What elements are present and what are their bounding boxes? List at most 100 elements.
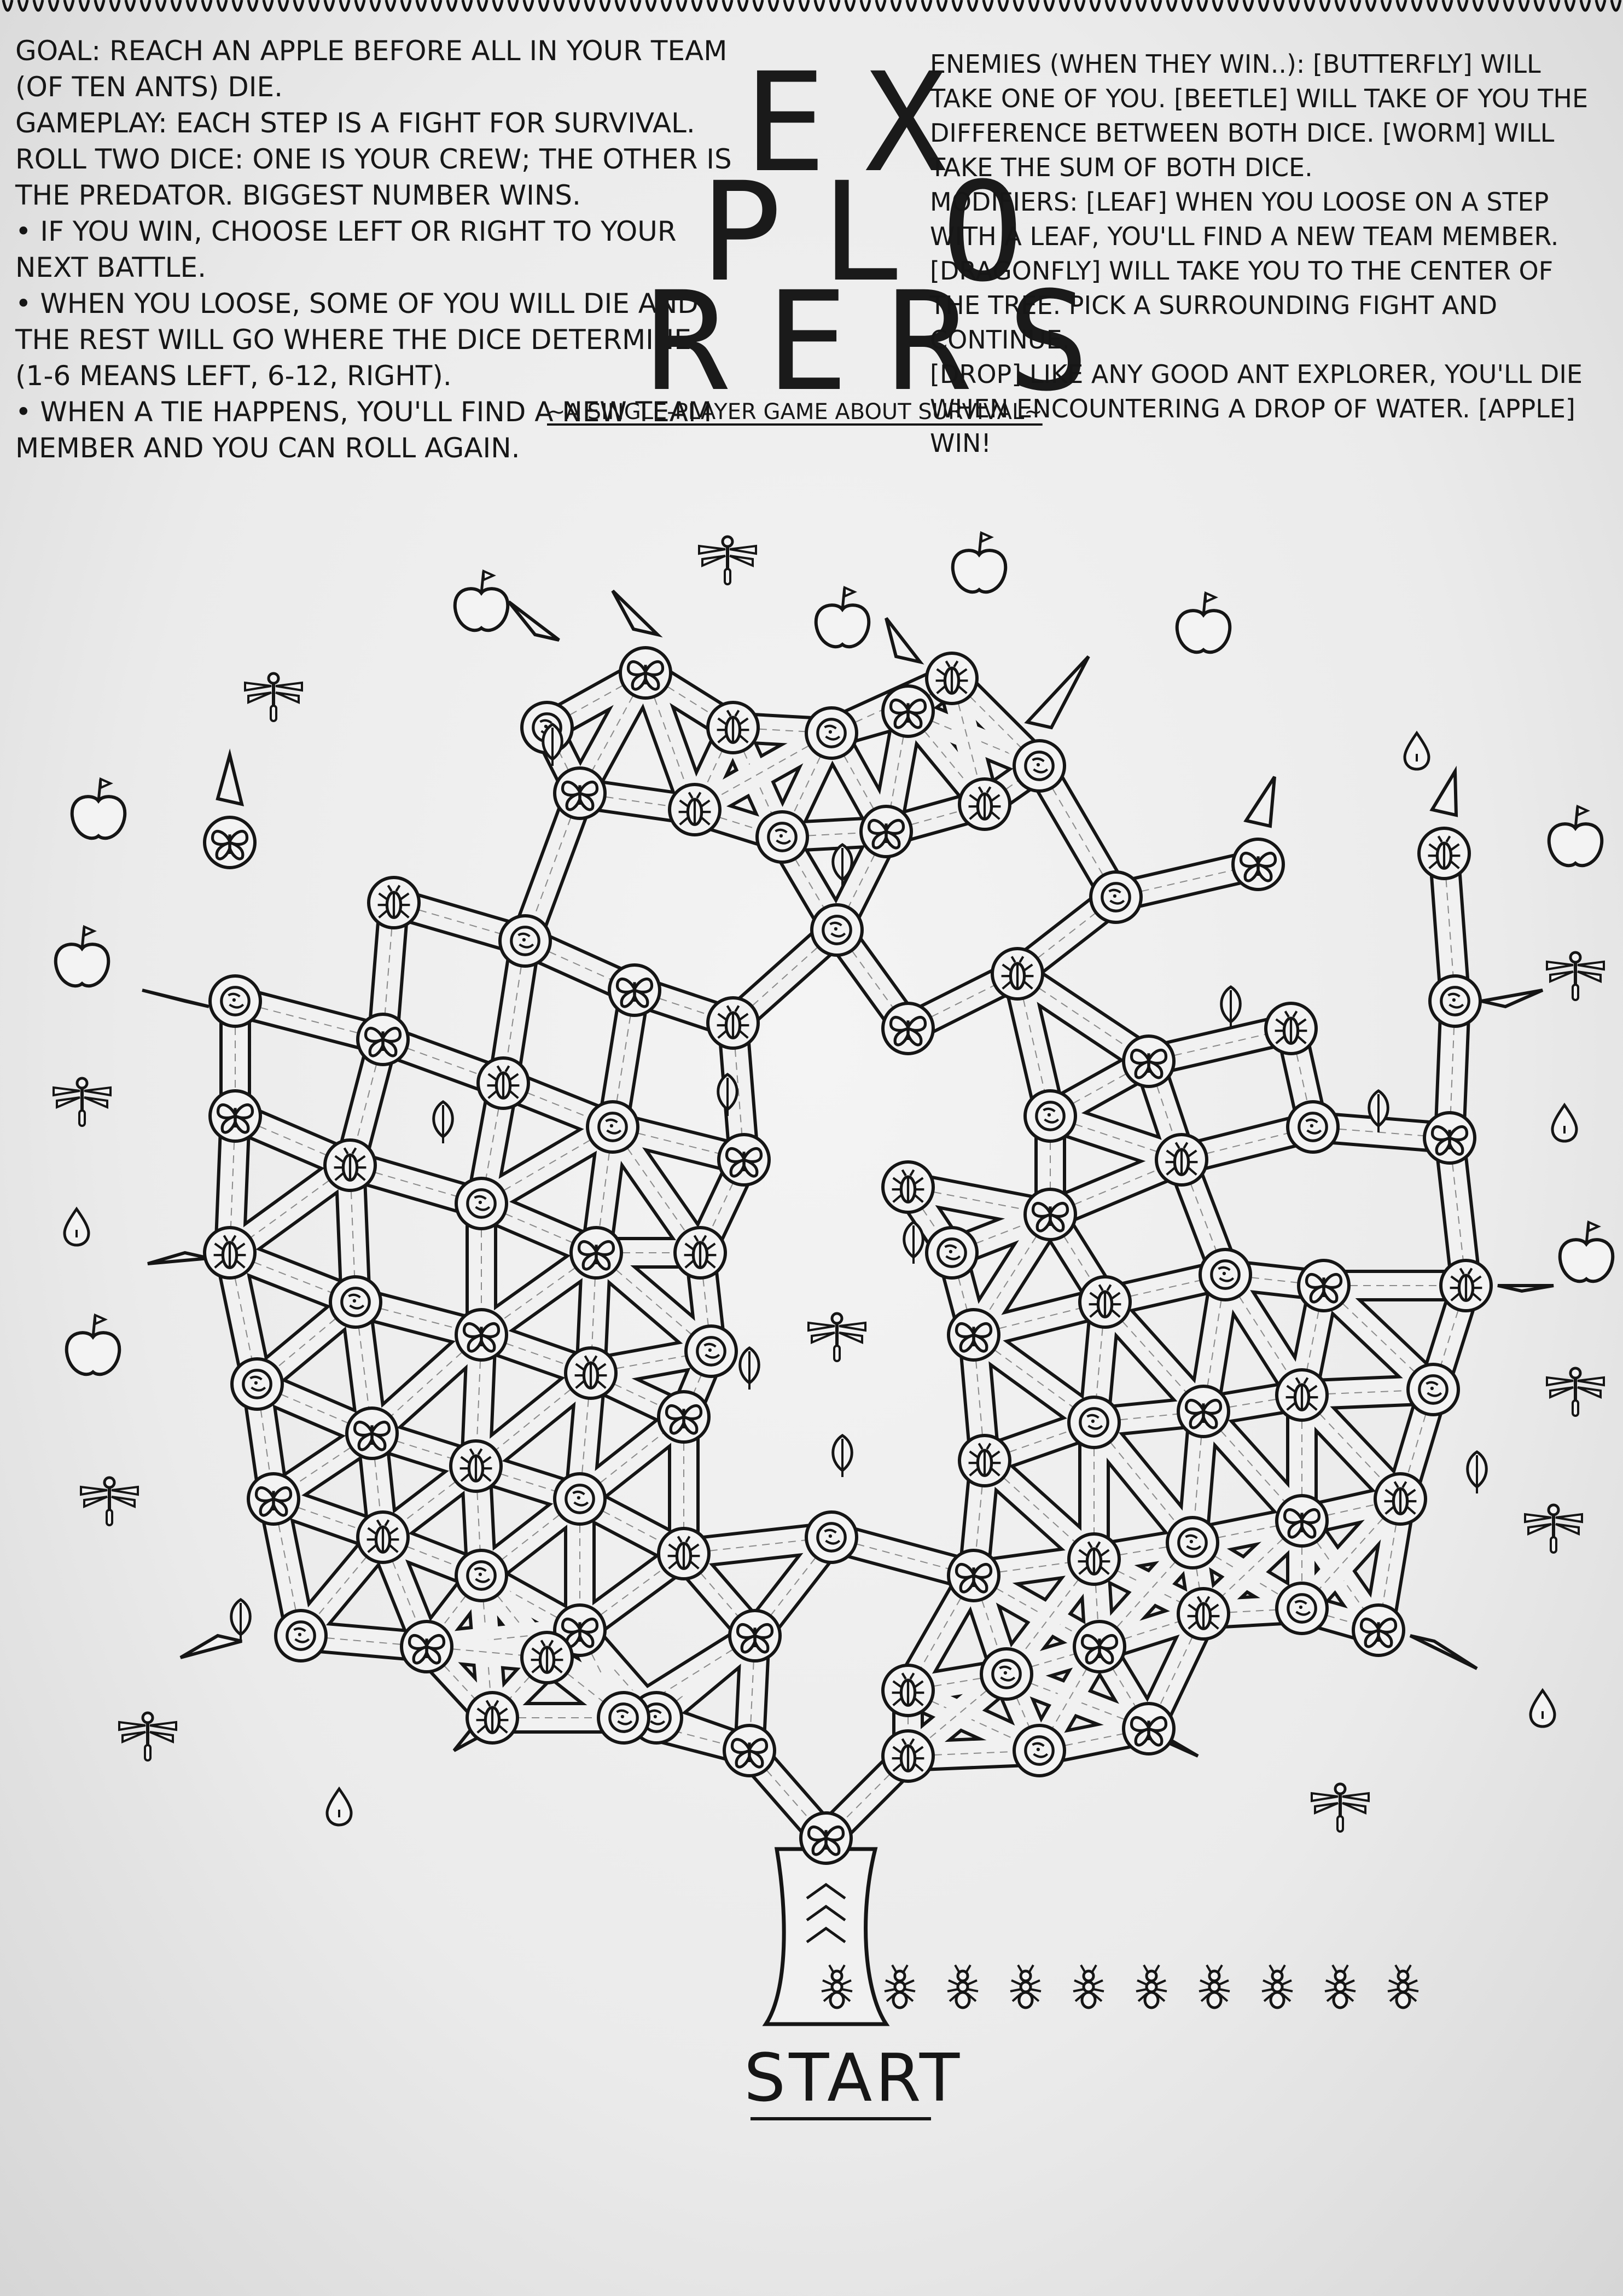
fight-node-butterfly[interactable] bbox=[619, 646, 672, 700]
fight-node-butterfly[interactable] bbox=[881, 1002, 935, 1055]
fight-node-worm[interactable] bbox=[1067, 1396, 1121, 1449]
fight-node-worm[interactable] bbox=[1406, 1363, 1460, 1416]
fight-node-beetle[interactable] bbox=[1078, 1275, 1132, 1329]
fight-node-butterfly[interactable] bbox=[1275, 1494, 1329, 1548]
fight-node-beetle[interactable] bbox=[203, 1226, 257, 1280]
branch-grain bbox=[732, 1022, 744, 1160]
fight-node-butterfly[interactable] bbox=[723, 1724, 776, 1777]
fight-node-worm[interactable] bbox=[755, 810, 809, 864]
fight-node-worm[interactable] bbox=[1166, 1516, 1219, 1570]
fight-node-worm[interactable] bbox=[1428, 974, 1482, 1028]
fight-node-worm[interactable] bbox=[274, 1609, 328, 1663]
fight-node-butterfly[interactable] bbox=[799, 1811, 853, 1865]
apple-icon[interactable] bbox=[67, 1315, 120, 1374]
fight-node-worm[interactable] bbox=[1013, 1724, 1066, 1777]
fight-node-beetle[interactable] bbox=[706, 996, 760, 1050]
fight-node-worm[interactable] bbox=[455, 1177, 508, 1230]
fight-node-worm[interactable] bbox=[553, 1472, 607, 1526]
fight-node-beetle[interactable] bbox=[1417, 827, 1471, 880]
fight-node-worm[interactable] bbox=[805, 706, 858, 760]
fight-node-worm[interactable] bbox=[810, 903, 864, 957]
fight-node-worm[interactable] bbox=[1089, 870, 1143, 924]
fight-node-butterfly[interactable] bbox=[881, 684, 935, 738]
fight-node-worm[interactable] bbox=[980, 1647, 1033, 1701]
apple-icon[interactable] bbox=[1177, 593, 1230, 652]
apple-icon[interactable] bbox=[56, 927, 109, 986]
fight-node-beetle[interactable] bbox=[706, 701, 760, 754]
fight-node-worm[interactable] bbox=[586, 1100, 639, 1154]
fight-node-beetle[interactable] bbox=[1177, 1587, 1230, 1641]
fight-node-beetle[interactable] bbox=[1155, 1133, 1208, 1187]
fight-node-beetle[interactable] bbox=[564, 1346, 618, 1400]
fight-node-worm[interactable] bbox=[597, 1691, 650, 1745]
apple-icon[interactable] bbox=[1549, 806, 1602, 865]
fight-node-beetle[interactable] bbox=[925, 652, 979, 705]
fight-node-beetle[interactable] bbox=[991, 947, 1044, 1001]
fight-node-worm[interactable] bbox=[208, 974, 262, 1028]
fight-node-butterfly[interactable] bbox=[859, 805, 913, 858]
fight-node-butterfly[interactable] bbox=[947, 1308, 1000, 1362]
fight-node-butterfly[interactable] bbox=[569, 1226, 623, 1280]
fight-node-butterfly[interactable] bbox=[356, 1013, 410, 1066]
fight-node-worm[interactable] bbox=[230, 1357, 284, 1411]
fight-node-butterfly[interactable] bbox=[455, 1308, 508, 1362]
fight-node-beetle[interactable] bbox=[323, 1138, 377, 1192]
fight-node-worm[interactable] bbox=[1199, 1248, 1252, 1301]
apple-icon[interactable] bbox=[816, 588, 869, 647]
fight-node-beetle[interactable] bbox=[958, 777, 1011, 831]
fight-node-beetle[interactable] bbox=[958, 1434, 1011, 1487]
fight-node-worm[interactable] bbox=[1286, 1100, 1340, 1154]
fight-node-beetle[interactable] bbox=[466, 1691, 519, 1745]
fight-node-beetle[interactable] bbox=[1264, 1002, 1318, 1055]
fight-node-beetle[interactable] bbox=[657, 1527, 711, 1580]
fight-node-beetle[interactable] bbox=[476, 1056, 530, 1110]
fight-node-butterfly[interactable] bbox=[1177, 1385, 1230, 1438]
fight-node-butterfly[interactable] bbox=[1122, 1702, 1176, 1756]
fight-node-butterfly[interactable] bbox=[400, 1620, 453, 1673]
fight-node-butterfly[interactable] bbox=[247, 1472, 300, 1526]
fight-node-butterfly[interactable] bbox=[728, 1609, 782, 1663]
fight-node-beetle[interactable] bbox=[1067, 1532, 1121, 1586]
fight-node-butterfly[interactable] bbox=[1122, 1034, 1176, 1088]
fight-node-butterfly[interactable] bbox=[203, 816, 257, 869]
fight-node-worm[interactable] bbox=[455, 1549, 508, 1602]
branch-tip bbox=[179, 1634, 242, 1659]
fight-node-butterfly[interactable] bbox=[1231, 838, 1285, 891]
fight-node-worm[interactable] bbox=[1023, 1089, 1077, 1143]
fight-node-beetle[interactable] bbox=[668, 783, 722, 836]
fight-node-beetle[interactable] bbox=[673, 1226, 727, 1280]
fight-node-butterfly[interactable] bbox=[208, 1089, 262, 1143]
fight-node-worm[interactable] bbox=[684, 1324, 738, 1378]
fight-node-beetle[interactable] bbox=[1439, 1259, 1493, 1312]
fight-node-worm[interactable] bbox=[1275, 1582, 1329, 1635]
fight-node-worm[interactable] bbox=[1013, 739, 1066, 793]
fight-node-worm[interactable] bbox=[498, 914, 552, 968]
fight-node-butterfly[interactable] bbox=[553, 766, 607, 820]
fight-node-butterfly[interactable] bbox=[1352, 1603, 1405, 1657]
apple-icon[interactable] bbox=[1560, 1222, 1613, 1281]
apple-icon[interactable] bbox=[72, 779, 125, 838]
fight-node-beetle[interactable] bbox=[881, 1729, 935, 1783]
fight-node-beetle[interactable] bbox=[449, 1439, 503, 1493]
fight-node-beetle[interactable] bbox=[881, 1664, 935, 1717]
fight-node-butterfly[interactable] bbox=[947, 1549, 1000, 1602]
apple-icon[interactable] bbox=[455, 571, 508, 630]
fight-node-butterfly[interactable] bbox=[1423, 1111, 1476, 1165]
apple-icon[interactable] bbox=[953, 533, 1006, 592]
fight-node-beetle[interactable] bbox=[356, 1510, 410, 1564]
fight-node-beetle[interactable] bbox=[1374, 1472, 1427, 1526]
fight-node-butterfly[interactable] bbox=[1073, 1620, 1126, 1673]
fight-node-beetle[interactable] bbox=[881, 1160, 935, 1214]
fight-node-butterfly[interactable] bbox=[717, 1133, 771, 1187]
fight-node-beetle[interactable] bbox=[1275, 1368, 1329, 1422]
fight-node-beetle[interactable] bbox=[367, 876, 421, 929]
fight-node-butterfly[interactable] bbox=[345, 1406, 399, 1460]
fight-node-butterfly[interactable] bbox=[608, 963, 661, 1017]
fight-node-butterfly[interactable] bbox=[1023, 1188, 1077, 1241]
fight-node-butterfly[interactable] bbox=[657, 1390, 711, 1444]
fight-node-worm[interactable] bbox=[329, 1275, 382, 1329]
fight-node-butterfly[interactable] bbox=[1297, 1259, 1351, 1312]
fight-node-beetle[interactable] bbox=[520, 1631, 574, 1684]
fight-node-worm[interactable] bbox=[925, 1226, 979, 1280]
fight-node-worm[interactable] bbox=[805, 1510, 858, 1564]
